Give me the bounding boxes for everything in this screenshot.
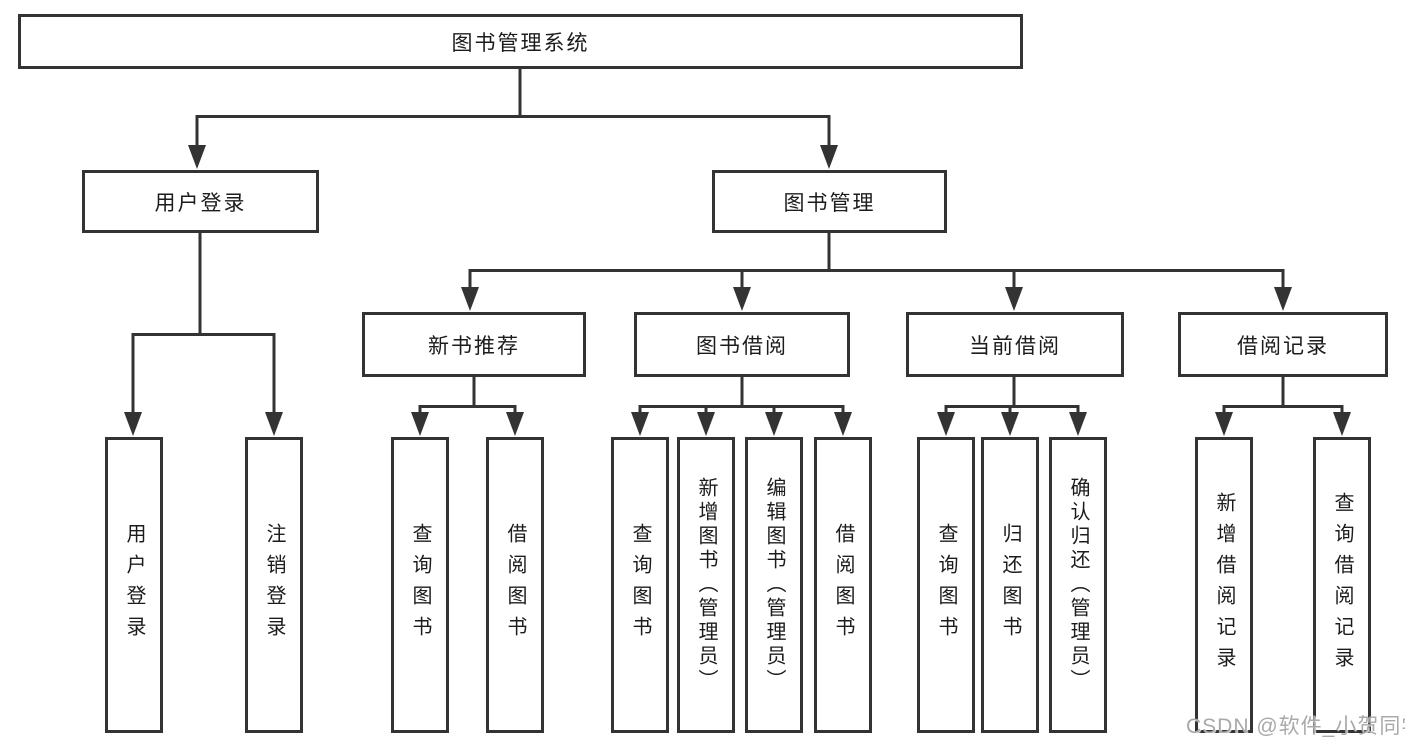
node-borrow-record-label: 借阅记录 (1237, 334, 1329, 358)
leaf-query-borrow-record: 查询借阅记录 (1313, 437, 1371, 733)
leaf-borrow-books-label: 借阅图书 (832, 523, 854, 647)
leaf-borrow-books-recommend-label: 借阅图书 (504, 523, 526, 647)
leaf-query-books-borrow: 查询图书 (611, 437, 669, 733)
leaf-return-books-label: 归还图书 (999, 523, 1021, 647)
leaf-add-borrow-record: 新增借阅记录 (1195, 437, 1253, 733)
leaf-add-books-admin-label: 新增图书（管理员） (695, 477, 717, 693)
node-new-book-recommend-label: 新书推荐 (428, 334, 520, 358)
leaf-query-books-current: 查询图书 (917, 437, 975, 733)
leaf-query-books-current-label: 查询图书 (935, 523, 957, 647)
leaf-confirm-return-admin: 确认归还（管理员） (1049, 437, 1107, 733)
node-root-label: 图书管理系统 (451, 31, 590, 55)
leaf-borrow-books-recommend: 借阅图书 (486, 437, 544, 733)
node-current-borrow-label: 当前借阅 (969, 334, 1061, 358)
node-book-borrow: 图书借阅 (634, 312, 850, 377)
leaf-add-books-admin: 新增图书（管理员） (677, 437, 735, 733)
leaf-logout: 注销登录 (245, 437, 303, 733)
node-borrow-record: 借阅记录 (1178, 312, 1388, 377)
node-user-login-label: 用户登录 (154, 191, 247, 215)
leaf-user-login-label: 用户登录 (123, 523, 145, 647)
leaf-query-books-recommend-label: 查询图书 (409, 523, 431, 647)
leaf-confirm-return-admin-label: 确认归还（管理员） (1067, 477, 1089, 693)
node-book-management: 图书管理 (712, 170, 947, 233)
node-root: 图书管理系统 (18, 14, 1023, 69)
leaf-edit-books-admin: 编辑图书（管理员） (745, 437, 803, 733)
node-current-borrow: 当前借阅 (906, 312, 1124, 377)
leaf-query-borrow-record-label: 查询借阅记录 (1331, 492, 1353, 678)
node-user-login: 用户登录 (82, 170, 319, 233)
leaf-return-books: 归还图书 (981, 437, 1039, 733)
leaf-user-login: 用户登录 (105, 437, 163, 733)
node-book-management-label: 图书管理 (783, 191, 876, 215)
leaf-borrow-books: 借阅图书 (814, 437, 872, 733)
leaf-edit-books-admin-label: 编辑图书（管理员） (763, 477, 785, 693)
arrowheads (124, 145, 1351, 436)
leaf-query-books-borrow-label: 查询图书 (629, 523, 651, 647)
csdn-watermark: CSDN @软件_小贺同学 (1186, 715, 1405, 738)
leaf-query-books-recommend: 查询图书 (391, 437, 449, 733)
node-new-book-recommend: 新书推荐 (362, 312, 586, 377)
leaf-add-borrow-record-label: 新增借阅记录 (1213, 492, 1235, 678)
leaf-logout-label: 注销登录 (263, 523, 285, 647)
node-book-borrow-label: 图书借阅 (696, 334, 788, 358)
